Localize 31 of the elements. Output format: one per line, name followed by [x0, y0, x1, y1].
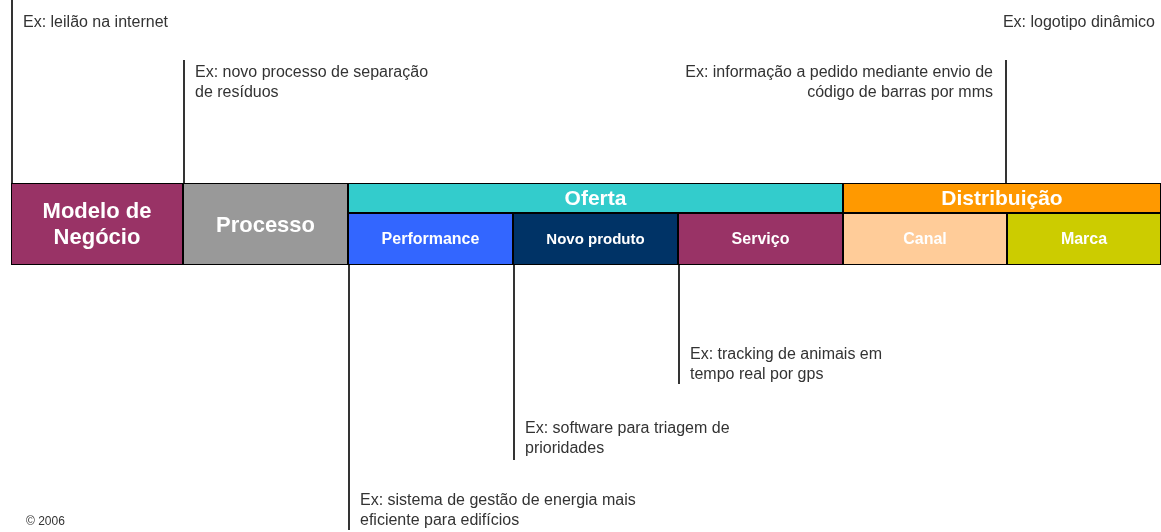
subcategory-box [348, 213, 513, 265]
example-text: Ex: tracking de animais em tempo real por gps [690, 344, 884, 384]
example-text: Ex: logotipo dinâmico [1002, 12, 1155, 32]
category-label: Distribuição [940, 185, 1064, 212]
leader-line [348, 264, 350, 531]
category-label: Oferta [563, 185, 628, 212]
example-text: Ex: software para triagem de prioridades [525, 418, 731, 458]
example-text: Ex: sistema de gestão de energia mais eficiente para edifícios [360, 490, 637, 530]
example-text: Ex: informação a pedido mediante envio de código de barras por mms [684, 62, 993, 102]
subcategory-box [1007, 213, 1161, 265]
category-label: Performance [380, 229, 481, 249]
example-text: Ex: novo processo de separação de resíduos [195, 62, 430, 102]
category-label: Novo produto [545, 230, 646, 248]
subcategory-box [678, 213, 843, 265]
category-label: Canal [902, 229, 948, 249]
category-header [348, 183, 843, 213]
leader-line [11, 0, 13, 184]
leader-line [678, 264, 680, 385]
subcategory-box [513, 213, 678, 265]
copyright-note: © 2006 [26, 513, 65, 530]
leader-line [183, 59, 185, 184]
leader-line [513, 264, 515, 461]
category-label: Serviço [730, 229, 791, 249]
example-text: Ex: leilão na internet [23, 12, 168, 32]
subcategory-box [843, 213, 1007, 265]
category-box [11, 183, 183, 265]
category-label: Processo [214, 210, 317, 239]
category-label: Marca [1059, 229, 1109, 249]
category-box [183, 183, 348, 265]
category-label: Modelo de Negócio [41, 198, 153, 250]
category-header [843, 183, 1161, 213]
